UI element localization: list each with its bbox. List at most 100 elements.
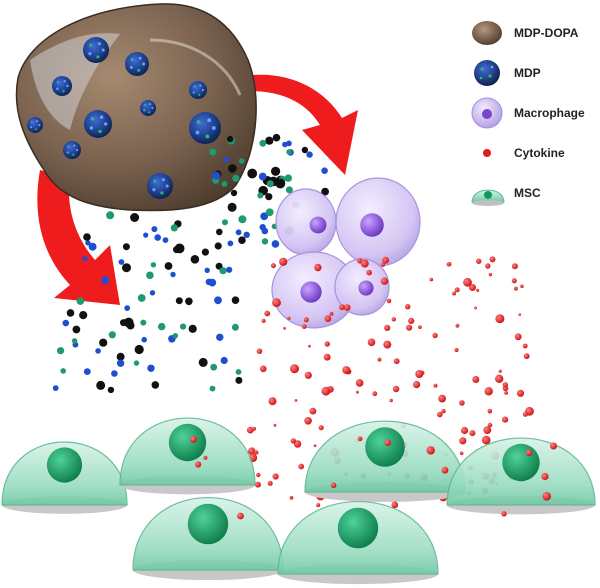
scaffold-icon: [472, 21, 502, 45]
cytokine-dot: [301, 324, 307, 329]
cytokine-dot: [195, 461, 202, 468]
particle-dot: [175, 297, 183, 305]
cytokine-dot: [386, 298, 392, 304]
cytokine-dot: [495, 374, 504, 383]
cytokine-dot: [377, 357, 382, 362]
mdp-sphere: [84, 110, 112, 138]
cytokine-dot: [392, 385, 400, 393]
cytokine-dot: [268, 397, 277, 406]
particle-dot: [272, 133, 281, 142]
particle-dot: [259, 139, 267, 147]
macrophage-cell: [275, 188, 337, 256]
particle-dot: [285, 186, 293, 194]
particle-dot: [164, 262, 173, 270]
particle-dot: [107, 386, 115, 394]
cytokine-dot: [542, 492, 551, 501]
particle-dot: [235, 229, 242, 236]
particle-dot: [231, 296, 240, 305]
msc-cell: [1, 441, 128, 514]
particle-dot: [116, 352, 125, 361]
particle-dot: [180, 323, 187, 330]
cytokine-dot: [408, 317, 415, 324]
cytokine-dot: [484, 387, 493, 396]
cytokine-dot: [324, 315, 332, 322]
msc-cell: [304, 420, 466, 502]
cytokine-dot: [272, 298, 281, 308]
particle-dot: [209, 385, 216, 392]
cytokine-dot: [523, 353, 530, 360]
particle-dot: [214, 242, 222, 250]
cytokine-dot: [384, 439, 392, 447]
msc-cell: [277, 501, 439, 585]
cytokine-dot: [256, 472, 261, 478]
particle-dot: [151, 381, 160, 389]
cytokine-dot: [309, 407, 317, 415]
release-arrow-left: [37, 170, 121, 305]
particle-dot: [261, 227, 269, 235]
cytokine-dot: [487, 408, 493, 414]
cytokine-dot: [323, 353, 331, 361]
cytokine-dot: [190, 435, 197, 443]
cytokine-dot: [520, 284, 524, 289]
particle-dot: [258, 172, 267, 181]
particle-dot: [122, 263, 131, 273]
particle-dot: [170, 224, 178, 232]
legend-item-mdp: MDP: [470, 54, 595, 94]
particle-dot: [76, 297, 85, 305]
particle-dot: [238, 215, 247, 224]
particle-dot: [284, 174, 292, 182]
mdp-sphere: [83, 37, 109, 63]
cytokine-dot: [283, 326, 286, 330]
particle-dot: [226, 266, 233, 273]
mdp-sphere: [189, 81, 207, 99]
cytokine-dot: [518, 313, 521, 316]
legend: MDP-DOPA MDP Macrophage Cytokine MSC: [470, 14, 595, 214]
cytokine-dot: [393, 358, 400, 365]
cytokine-dot: [366, 269, 373, 276]
cytokine-dot: [330, 482, 337, 489]
msc-cell: [446, 437, 596, 515]
particle-dot: [247, 168, 258, 179]
cytokine-dot: [437, 411, 443, 418]
cytokine-dot: [382, 256, 390, 264]
cytokine-dot: [459, 451, 464, 456]
particle-dot: [265, 208, 274, 217]
cytokine-dot: [261, 318, 266, 323]
cytokine-dot: [357, 436, 363, 442]
cytokine-dot: [314, 263, 322, 272]
particle-dot: [170, 271, 176, 278]
cytokine-dot: [441, 466, 449, 474]
particle-dot: [282, 141, 288, 148]
cytokine-dot: [303, 317, 309, 323]
particle-dot: [130, 213, 140, 222]
cytokine-dot: [256, 348, 263, 355]
particle-dot: [71, 338, 78, 344]
cytokine-dot: [254, 450, 259, 455]
particle-dot: [137, 294, 146, 302]
mdp-sphere: [125, 52, 149, 76]
particle-dot: [118, 259, 125, 265]
cytokine-dot: [476, 258, 482, 264]
particle-dot: [79, 311, 88, 320]
particle-dot: [83, 368, 91, 375]
cytokine-dot: [541, 472, 549, 481]
particle-dot: [154, 234, 161, 241]
particle-dot: [266, 180, 274, 188]
cytokine-dot: [455, 323, 460, 328]
cytokine-dot: [481, 435, 491, 445]
cytokine-dot: [474, 306, 477, 310]
release-arrow-right: [240, 74, 358, 175]
cytokine-dot: [514, 333, 522, 341]
particle-dot: [151, 226, 158, 233]
particle-dot: [150, 262, 157, 268]
cytokine-dot: [469, 284, 476, 291]
cytokine-dot: [432, 332, 438, 339]
msc-cell: [132, 497, 284, 581]
particle-dot: [134, 344, 144, 355]
particle-dot: [99, 338, 108, 347]
cytokine-dot: [438, 394, 446, 403]
particle-dot: [238, 158, 245, 164]
particle-dot: [231, 323, 239, 331]
particle-dot: [227, 135, 234, 143]
particle-dot: [235, 369, 242, 375]
